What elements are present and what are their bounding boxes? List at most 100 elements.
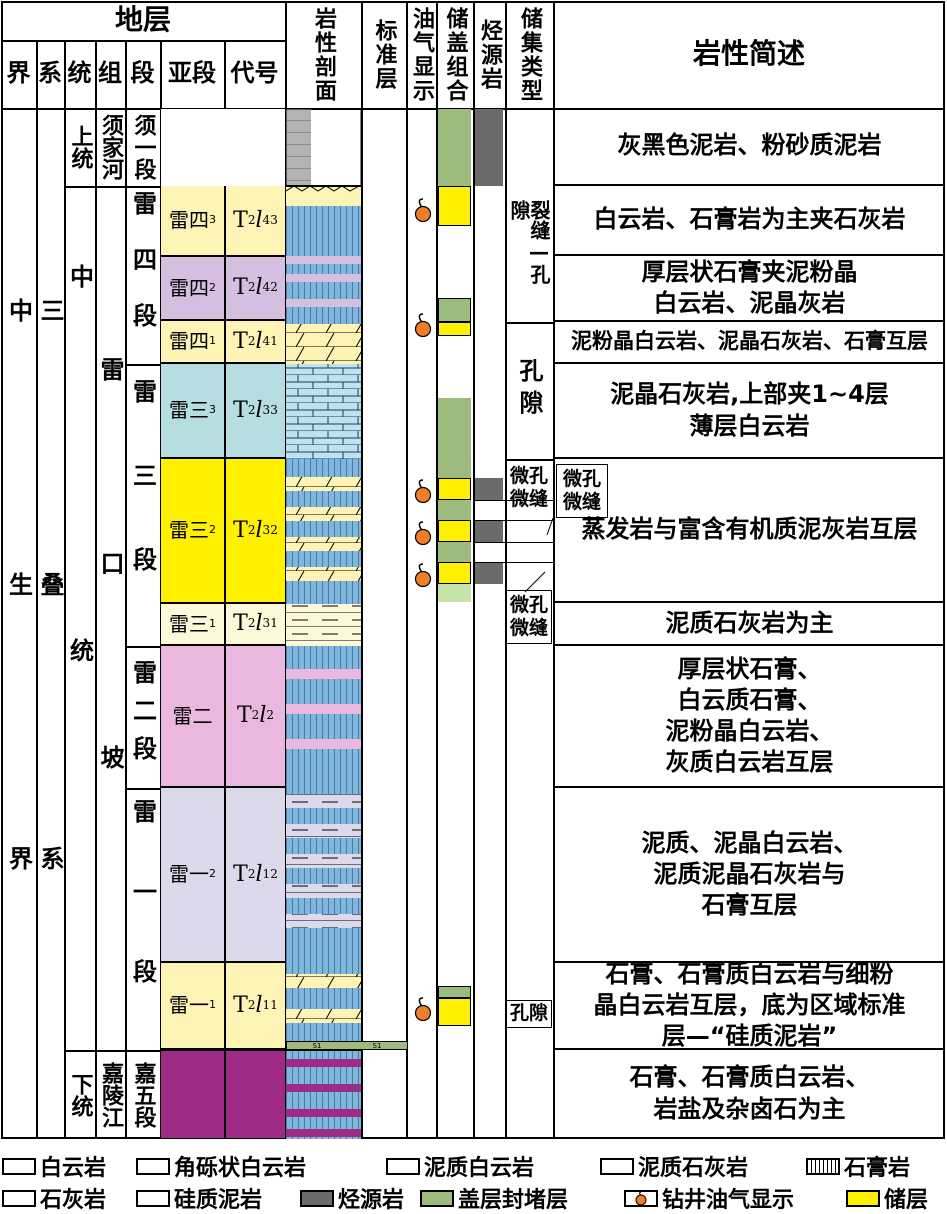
res-type-pore-lower: 孔隙 — [506, 1000, 552, 1028]
col-header-formation: 组 — [98, 59, 122, 88]
source-rock-bar — [475, 109, 503, 186]
code-sub: 3 — [262, 616, 271, 631]
cap-rock-bar — [438, 109, 471, 186]
legend-label: 盖层封堵层 — [458, 1188, 569, 1213]
lithology-description: 灰黑色泥岩、粉砂质泥岩 — [554, 108, 945, 186]
system-cell: 三叠系 — [36, 297, 64, 1120]
cap-rock-bar — [438, 584, 471, 602]
legend-item: 白云岩 — [2, 1150, 106, 1182]
code-prefix-sub: 2 — [247, 402, 256, 417]
legend-label: 泥质白云岩 — [424, 1156, 535, 1181]
res-type-connectors — [524, 517, 554, 593]
col-header-res-type: 储集类型 — [517, 6, 542, 103]
cap-rock-bar — [438, 986, 471, 998]
col-header-series: 统 — [67, 59, 92, 88]
code-prefix-sub: 2 — [247, 333, 256, 348]
member-lei1: 雷一段 — [128, 799, 157, 1039]
code-prefix: T — [233, 207, 248, 233]
code-prefix: T — [233, 611, 248, 637]
code-sup: 1 — [270, 616, 278, 631]
formation-xujiahe: 须家河 — [98, 114, 123, 180]
oil-show-icon — [624, 1189, 658, 1207]
legend-item: 石灰岩 — [2, 1182, 106, 1214]
xu1-blank — [161, 109, 285, 186]
lithology-description: 石膏、石膏质白云岩与细粉 晶白云岩互层，底为区域标准 层—“硅质泥岩” — [554, 960, 945, 1050]
code-prefix: T — [233, 861, 248, 887]
lithology-description: 厚层状石膏、 白云质石膏、 泥粉晶白云岩、 灰质白云岩互层 — [554, 646, 945, 788]
code-sup: 2 — [270, 866, 278, 881]
submember-name: 雷四 — [169, 275, 209, 300]
col-header-source: 烃源岩 — [477, 18, 502, 91]
code-prefix: T — [236, 703, 252, 729]
reservoir-bar — [438, 998, 471, 1026]
jia5-submember-fill — [161, 1051, 285, 1138]
code-letter: l — [255, 275, 263, 301]
siliceous-mudstone-swatch — [136, 1189, 170, 1207]
res-type-fracture-pore: 裂缝—孔隙 — [507, 200, 551, 284]
series-lower: 下统 — [67, 1072, 93, 1117]
code-sup: 1 — [270, 333, 278, 348]
submember-name: 雷三 — [169, 611, 209, 636]
submember-sup: 2 — [209, 523, 216, 537]
lithology-description: 白云岩、石膏岩为主夹石灰岩 — [554, 186, 945, 256]
col-header-res-cap: 储盖组合 — [442, 6, 468, 103]
legend-label: 石灰岩 — [40, 1188, 107, 1213]
argillaceous-dolomite-swatch — [386, 1157, 420, 1175]
col-header-lith-profile: 岩性剖面 — [311, 6, 336, 103]
dolomite-swatch — [2, 1157, 36, 1175]
col-header-era: 界 — [6, 59, 31, 88]
code-prefix-sub: 2 — [247, 522, 256, 537]
col-header-system: 系 — [38, 59, 62, 88]
res-type-micro-lower-text: 微孔微缝 — [509, 594, 548, 639]
res-type-micro-text: 微孔微缝 — [509, 465, 548, 510]
reservoir-bar — [438, 186, 471, 226]
submember-name-cell: 雷二 — [161, 646, 224, 788]
legend-item: 储层 — [846, 1182, 928, 1214]
member-lei3: 雷三段 — [128, 379, 157, 631]
col-header-code: 代号 — [230, 59, 279, 88]
era-cell: 中生界 — [4, 297, 33, 1120]
legend-item: 烃源岩 — [300, 1182, 404, 1214]
code-prefix: T — [233, 517, 248, 543]
limestone-swatch — [2, 1189, 36, 1207]
strata-header: 地层 — [114, 3, 171, 37]
reservoir-bar — [438, 322, 471, 336]
lithology-description: 泥质石灰岩为主 — [554, 603, 945, 646]
submember-sup: 2 — [209, 867, 216, 881]
oil-show-icon — [412, 197, 434, 223]
oil-show-icon — [412, 478, 434, 504]
submember-name: 雷三 — [169, 398, 209, 422]
code-sub: 3 — [262, 522, 271, 537]
code-prefix-sub: 2 — [247, 616, 256, 631]
code-prefix-sub: 2 — [251, 708, 260, 723]
col-header-oil-show: 油气显示 — [409, 6, 434, 103]
submember-name: 雷四 — [169, 329, 209, 353]
res-type-micro-box-text: 微孔微缝 — [562, 468, 601, 513]
code-prefix: T — [233, 275, 248, 301]
member-xu1: 须一段 — [130, 114, 156, 180]
legend-label: 角砾状白云岩 — [174, 1156, 307, 1181]
legend-label: 钻井油气显示 — [662, 1188, 795, 1213]
lithology-profile — [286, 109, 361, 1139]
code-prefix: T — [233, 328, 248, 354]
legend-label: 白云岩 — [40, 1156, 107, 1181]
code-sub: 2 — [266, 708, 274, 723]
code-prefix-sub: 2 — [247, 997, 256, 1012]
member-jia5: 嘉五段 — [130, 1061, 156, 1128]
oil-show-icon — [412, 562, 434, 588]
lithology-description: 泥晶石灰岩,上部夹1~4层 薄层白云岩 — [554, 364, 945, 459]
marker-label: S1 — [372, 1041, 382, 1050]
series-middle: 中统 — [65, 264, 94, 1012]
legend-item: 硅质泥岩 — [136, 1182, 262, 1214]
code-letter: l — [255, 397, 263, 423]
code-prefix-sub: 2 — [247, 866, 256, 881]
code-prefix-sub: 2 — [247, 280, 256, 295]
submember-name: 雷一 — [169, 993, 209, 1017]
lithology-description: 厚层状石膏夹泥粉晶 白云岩、泥晶灰岩 — [554, 256, 945, 322]
